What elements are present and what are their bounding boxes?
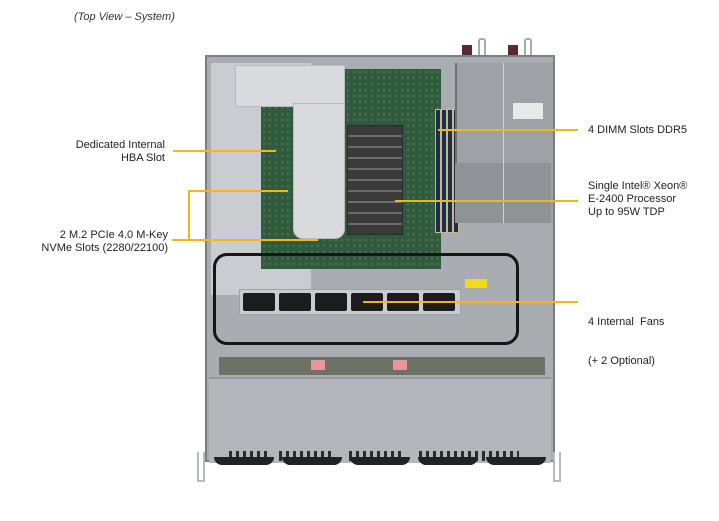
server-chassis [205,55,555,463]
label-dimm-slots: 4 DIMM Slots DDR5 [588,124,687,137]
front-fan-2 [282,457,342,465]
dimm-slot-1 [435,109,441,233]
label-cpu: Single Intel® Xeon® E-2400 Processor Up … [588,180,687,219]
connector-2 [393,360,407,370]
label-fans: 4 Internal Fans (+ 2 Optional) [588,290,664,381]
psu-latch-1 [462,45,472,55]
vent-4 [419,451,519,461]
leader-line-dimm [438,129,578,131]
leader-line-fans [363,301,578,303]
vent-2 [279,451,334,461]
psu-handle-1 [478,38,486,60]
label-m2-line1: 2 M.2 PCIe 4.0 M-Key [59,229,168,241]
label-hba-line1: Dedicated Internal [75,139,165,151]
vent-3 [349,451,404,461]
connector-1 [311,360,325,370]
vent-1 [229,451,269,461]
label-fans-line1: 4 Internal Fans [588,316,665,328]
psu-sticker [513,103,543,119]
label-cpu-line3: Up to 95W TDP [588,206,665,218]
fan-2 [279,293,311,311]
label-cpu-line2: E-2400 Processor [588,193,677,205]
leader-line-m2-vertical [188,190,190,240]
label-m2-slots: 2 M.2 PCIe 4.0 M-Key NVMe Slots (2280/22… [10,229,168,255]
riser-bracket [235,65,345,107]
front-fan-1 [214,457,274,465]
leader-line-hba [173,150,276,152]
fan-1 [243,293,275,311]
front-cover [209,377,551,463]
dimm-slot-2 [441,109,447,233]
riser-bracket-stem [293,103,345,239]
front-fan-4 [418,457,478,465]
label-fans-line2: (+ 2 Optional) [588,355,655,367]
leader-line-cpu [395,200,578,202]
label-m2-line2: NVMe Slots (2280/22100) [41,242,168,254]
label-hba-line2: HBA Slot [120,152,165,164]
dimm-slot-3 [447,109,453,233]
cable-loop [213,253,519,345]
rack-ear-left [197,452,205,482]
cpu-heatsink [347,125,403,235]
drive-backplane [219,357,545,375]
figure-caption: (Top View – System) [74,11,175,23]
label-cpu-line1: Single Intel® Xeon® [588,180,688,192]
front-fan-3 [350,457,410,465]
psu-handle-2 [524,38,532,60]
label-dimm-line1: 4 DIMM Slots DDR5 [588,124,688,136]
psu-latch-2 [508,45,518,55]
warning-sticker [465,279,487,288]
leader-line-m2-top [188,190,288,192]
front-fan-5 [486,457,546,465]
rack-ear-right [553,452,561,482]
psu-divider [503,63,504,223]
fan-3 [315,293,347,311]
label-hba-slot: Dedicated Internal HBA Slot [40,139,165,165]
leader-line-m2-bottom [172,239,318,241]
